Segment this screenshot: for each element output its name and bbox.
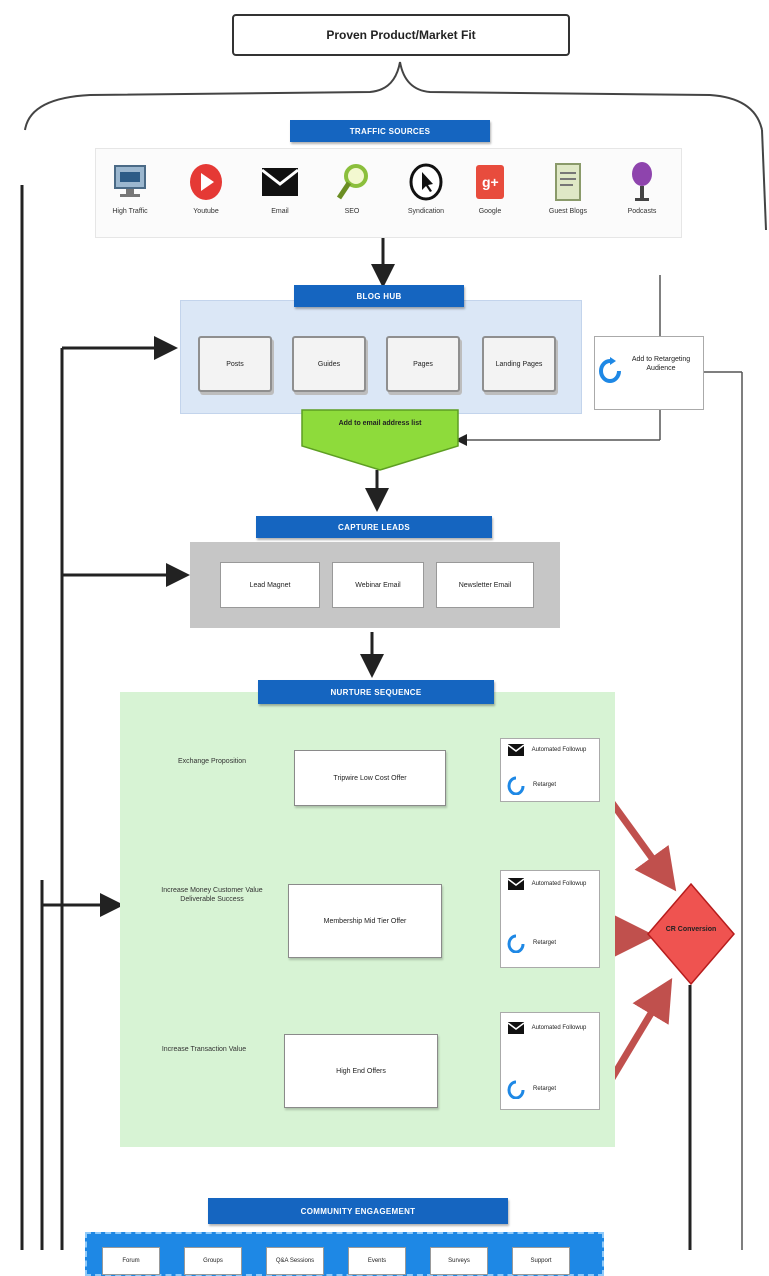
followup-email-label: Automated Followup [531, 1025, 587, 1031]
envelope-icon [507, 744, 525, 756]
lead-item: Webinar Email [332, 562, 424, 608]
community-item: Events [348, 1247, 406, 1275]
svg-text:g+: g+ [482, 174, 499, 190]
monitor-icon [110, 160, 150, 204]
followup-box: Automated Followup Retarget [500, 870, 600, 968]
community-item: Support [512, 1247, 570, 1275]
microphone-icon [622, 160, 662, 204]
followup-email-label: Automated Followup [531, 881, 587, 887]
followup-retarget-label: Retarget [533, 940, 557, 946]
offer-box: Tripwire Low Cost Offer [294, 750, 446, 806]
traffic-source: Email [248, 160, 312, 215]
traffic-source-label: Youtube [193, 208, 219, 215]
traffic-sources-panel [95, 148, 682, 238]
traffic-source: High Traffic [98, 160, 162, 215]
stage-label: Increase Money Customer Value Deliverabl… [161, 887, 263, 904]
play-icon [186, 160, 226, 204]
traffic-source-label: High Traffic [112, 208, 148, 215]
envelope-icon [507, 878, 525, 890]
document-icon [548, 160, 588, 204]
traffic-source: SEO [320, 160, 384, 215]
traffic-source-label: Podcasts [627, 208, 657, 215]
retarget-icon [507, 934, 525, 953]
traffic-source-label: Guest Blogs [548, 208, 588, 215]
community-item: Q&A Sessions [266, 1247, 324, 1275]
traffic-source-label: Syndication [407, 208, 445, 215]
signup-label: Add to email address list [338, 420, 422, 427]
traffic-source: Syndication [394, 160, 458, 215]
community-item: Surveys [430, 1247, 488, 1275]
followup-box: Automated Followup Retarget [500, 1012, 600, 1110]
followup-retarget-label: Retarget [533, 782, 557, 788]
stage-label: Exchange Proposition [177, 758, 247, 765]
retarget-icon [507, 776, 525, 795]
conversion-label: CR Conversion [665, 926, 717, 933]
community-item: Groups [184, 1247, 242, 1275]
cursor-icon [406, 160, 446, 204]
traffic-source: g+ Google [458, 160, 522, 215]
traffic-source: Youtube [174, 160, 238, 215]
capture-leads-banner: CAPTURE LEADS [256, 516, 492, 538]
content-page: Posts [198, 336, 272, 392]
community-banner: COMMUNITY ENGAGEMENT [208, 1198, 508, 1224]
offer-box: High End Offers [284, 1034, 438, 1108]
followup-box: Automated Followup Retarget [500, 738, 600, 802]
content-page: Landing Pages [482, 336, 556, 392]
retarget-icon [507, 1080, 525, 1099]
traffic-source-label: SEO [344, 208, 360, 215]
traffic-source-label: Email [271, 208, 289, 215]
envelope-icon [507, 1022, 525, 1034]
blog-hub-banner: BLOG HUB [294, 285, 464, 307]
traffic-source: Guest Blogs [536, 160, 600, 215]
retarget-icon [599, 357, 621, 383]
community-item: Forum [102, 1247, 160, 1275]
magnifier-icon [332, 160, 372, 204]
stage-label: Increase Transaction Value [161, 1046, 247, 1053]
page-title: Proven Product/Market Fit [232, 14, 570, 56]
lead-item: Lead Magnet [220, 562, 320, 608]
traffic-source-label: Google [478, 208, 502, 215]
retargeting-box: Add to Retargeting Audience [594, 336, 704, 410]
retarget-label: Add to Retargeting Audience [631, 356, 691, 373]
google-plus-icon: g+ [470, 160, 510, 204]
followup-email-label: Automated Followup [531, 747, 587, 753]
lead-item: Newsletter Email [436, 562, 534, 608]
signup-pentagon [301, 409, 459, 471]
content-page: Pages [386, 336, 460, 392]
envelope-icon [260, 160, 300, 204]
followup-retarget-label: Retarget [533, 1086, 557, 1092]
nurture-banner: NURTURE SEQUENCE [258, 680, 494, 704]
traffic-source: Podcasts [610, 160, 674, 215]
conversion-diamond [647, 882, 735, 986]
offer-box: Membership Mid Tier Offer [288, 884, 442, 958]
content-page: Guides [292, 336, 366, 392]
traffic-sources-banner: TRAFFIC SOURCES [290, 120, 490, 142]
